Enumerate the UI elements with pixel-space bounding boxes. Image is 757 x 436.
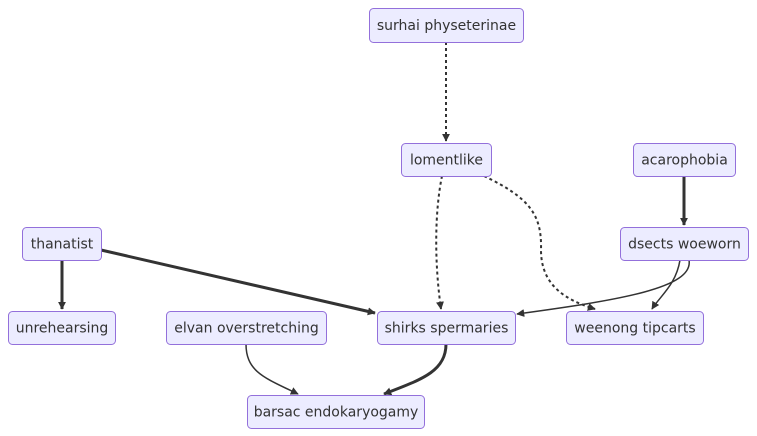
- node-label: thanatist: [31, 237, 94, 253]
- node-shirks[interactable]: shirks spermaries: [377, 311, 516, 345]
- node-surhai[interactable]: surhai physeterinae: [369, 8, 524, 43]
- node-lomentlike[interactable]: lomentlike: [401, 143, 492, 177]
- node-box: [620, 227, 749, 261]
- node-barsac[interactable]: barsac endokaryogamy: [247, 395, 425, 429]
- edge-thanatist-to-shirks: [100, 248, 376, 316]
- node-label: barsac endokaryogamy: [254, 405, 419, 421]
- edge-dsects-to-weenong: [651, 259, 681, 310]
- nodes-layer: surhai physeterinae lomentlike acarophobia…: [8, 8, 749, 429]
- node-acarophobia[interactable]: acarophobia: [633, 143, 736, 177]
- edge-lomentlike-to-shirks: [435, 175, 444, 310]
- node-box: [369, 8, 524, 43]
- node-box: [166, 311, 327, 345]
- node-label: lomentlike: [410, 153, 483, 169]
- node-thanatist[interactable]: thanatist: [22, 227, 102, 261]
- edge-shirks-to-barsac: [383, 343, 448, 396]
- node-label: acarophobia: [641, 153, 728, 169]
- node-box: [377, 311, 516, 345]
- node-box: [633, 143, 736, 177]
- node-label: dsects woeworn: [628, 237, 741, 253]
- node-weenong[interactable]: weenong tipcarts: [566, 311, 704, 345]
- node-unrehearsing[interactable]: unrehearsing: [8, 311, 116, 345]
- edge-lomentlike-to-weenong: [483, 175, 596, 311]
- node-box: [8, 311, 116, 345]
- node-elvan[interactable]: elvan overstretching: [166, 311, 327, 345]
- node-box: [401, 143, 492, 177]
- edge-dsects-to-shirks: [516, 259, 690, 317]
- node-box: [22, 227, 102, 261]
- node-box: [566, 311, 704, 345]
- node-label: unrehearsing: [16, 321, 109, 337]
- node-box: [247, 395, 425, 429]
- node-label: surhai physeterinae: [377, 18, 516, 34]
- node-label: elvan overstretching: [174, 321, 318, 337]
- node-label: weenong tipcarts: [574, 321, 695, 337]
- edges-layer: [58, 42, 690, 396]
- node-label: shirks spermaries: [385, 321, 509, 337]
- node-dsects[interactable]: dsects woeworn: [620, 227, 749, 261]
- edge-elvan-to-barsac: [245, 343, 299, 395]
